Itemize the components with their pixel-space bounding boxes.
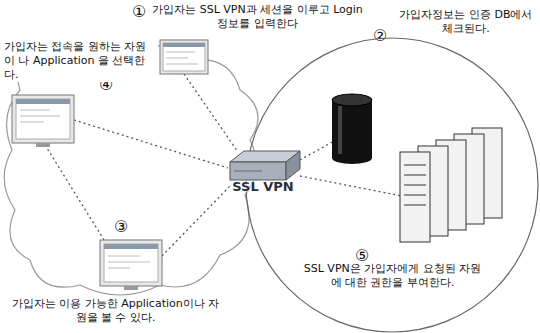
callout-number: ③ [113, 218, 129, 236]
ssl-vpn-device: SSL VPN [222, 146, 304, 198]
step-note: 가입자정보는 인증 DB에서 체크된다. [394, 8, 538, 36]
device-label: SSL VPN [222, 178, 304, 195]
callout-number: ① [131, 3, 147, 21]
step-note: 가입자는 접속을 원하는 자원이 나 Application 을 선택한다. [2, 40, 158, 82]
step-note: SSL VPN은 가입자에게 요청된 자원에 대한 권한을 부여한다. [300, 262, 485, 290]
callout-number: ② [372, 27, 388, 45]
user-screen [160, 40, 208, 74]
database-cylinder [332, 94, 372, 164]
dotted-links [45, 74, 402, 256]
user-screen [100, 240, 162, 290]
server-stack [400, 128, 502, 242]
step-note: 가입자는 이용 가능한 Application이나 자원을 볼 수 있다. [8, 297, 223, 325]
step-note: 가입자는 SSL VPN과 세션을 이루고 Login 정보를 입력한다 [150, 3, 365, 31]
user-screen [12, 95, 74, 147]
